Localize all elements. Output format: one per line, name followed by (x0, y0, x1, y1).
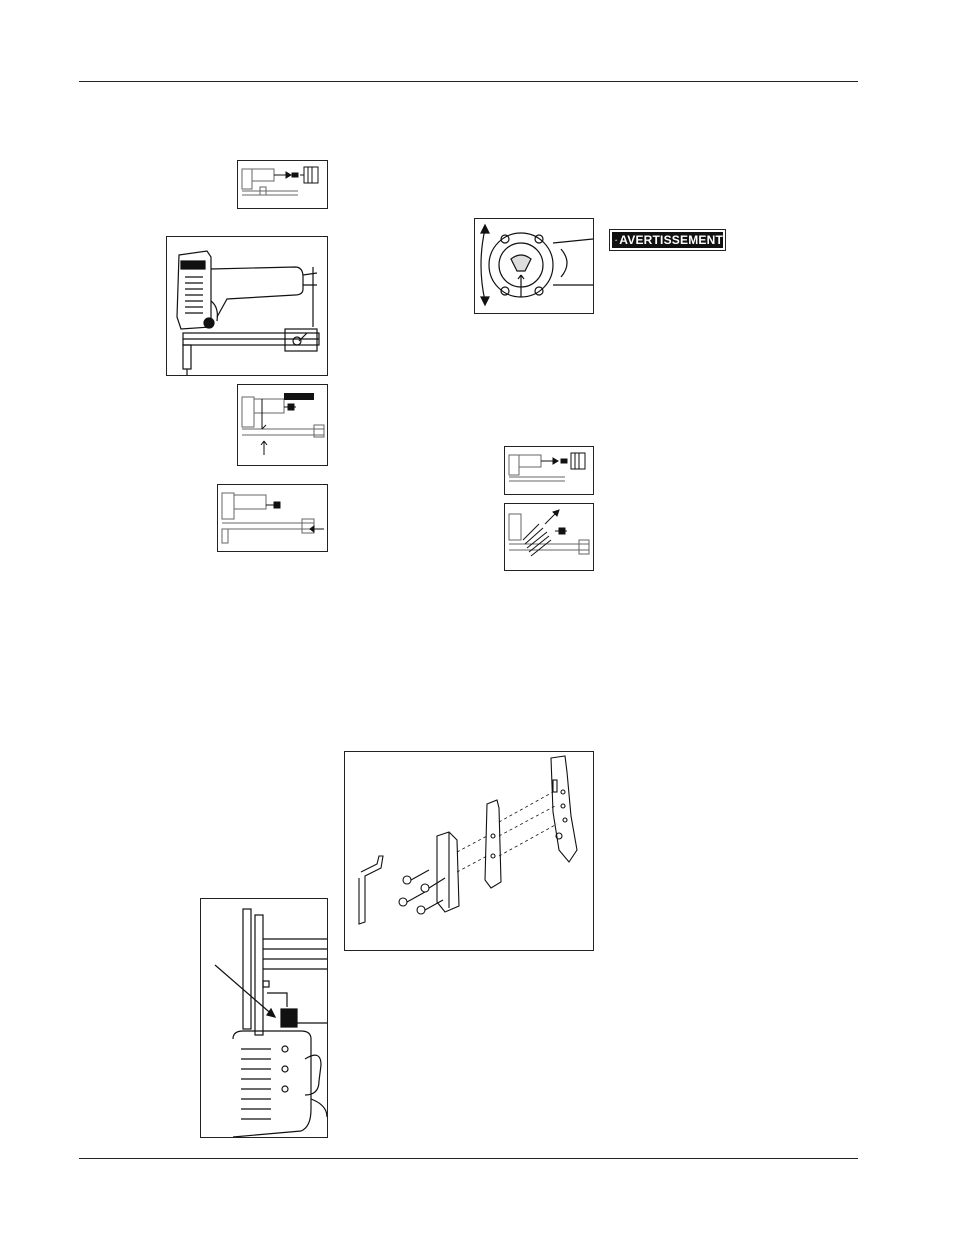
nailer-depth-figure (166, 236, 328, 376)
nosepiece-exploded-figure (344, 751, 594, 951)
nailer-air-inlet-drawing (238, 385, 327, 465)
nailer-push-drawing (218, 485, 327, 551)
warning-triangle-icon (615, 232, 617, 248)
air-disconnect-drawing-2 (505, 447, 593, 494)
header-rule (79, 81, 858, 82)
air-disconnect-figure (237, 160, 328, 209)
warning-label-text: AVERTISSEMENT (619, 233, 723, 247)
air-disconnect-figure-2 (504, 446, 594, 495)
nailer-pull-figure (504, 503, 594, 571)
nailer-closeup-drawing (201, 899, 327, 1137)
nosepiece-exploded-drawing (345, 752, 593, 950)
nailer-air-inlet-figure (237, 384, 328, 466)
air-disconnect-drawing (238, 161, 327, 208)
exhaust-deflector-figure (474, 218, 594, 314)
footer-rule (79, 1158, 858, 1159)
warning-label-inner: AVERTISSEMENT (612, 232, 723, 248)
exhaust-deflector-drawing (475, 219, 593, 313)
nailer-closeup-figure (200, 898, 328, 1138)
nailer-depth-drawing (167, 237, 327, 375)
nailer-push-figure (217, 484, 328, 552)
warning-label: AVERTISSEMENT (609, 229, 726, 251)
nailer-pull-drawing (505, 504, 593, 570)
